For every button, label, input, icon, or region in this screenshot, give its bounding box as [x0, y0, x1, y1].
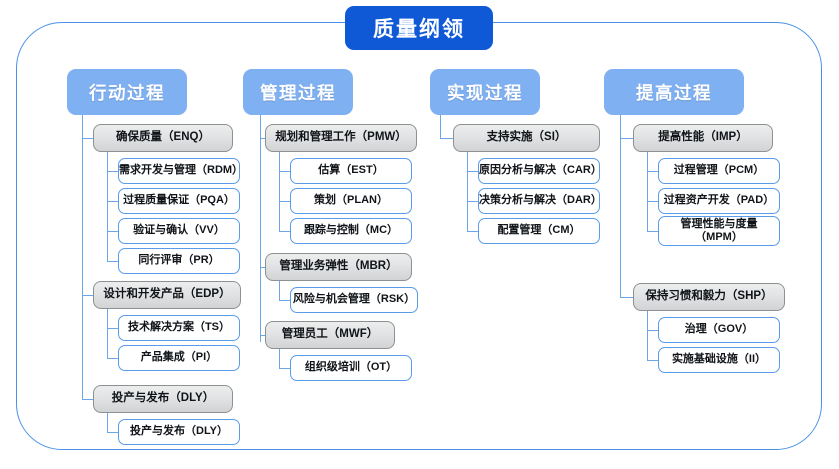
leaf-box[interactable]: 组织级培训（OT） [290, 355, 412, 381]
group-box[interactable]: 规划和管理工作（PMW） [265, 124, 417, 152]
leaf-box[interactable]: 实施基础设施（II） [658, 347, 780, 373]
connector [279, 231, 290, 233]
leaf-box[interactable]: 投产与发布（DLY） [118, 419, 240, 445]
leaf-box[interactable]: 管理性能与度量 （MPM） [658, 216, 780, 246]
connector [467, 171, 478, 173]
connector [647, 231, 658, 233]
trunk-line [82, 115, 84, 400]
connector [279, 300, 290, 302]
connector [107, 261, 118, 263]
connector [647, 330, 658, 332]
branch-line [279, 349, 281, 368]
connector [107, 171, 118, 173]
branch-line [279, 281, 281, 300]
group-box[interactable]: 支持实施（SI） [453, 124, 600, 152]
connector [647, 201, 658, 203]
leaf-box[interactable]: 技术解决方案（TS） [118, 315, 240, 341]
leaf-box[interactable]: 策划（PLAN） [290, 188, 412, 214]
connector [107, 328, 118, 330]
group-box[interactable]: 确保质量（ENQ） [93, 124, 233, 152]
group-box[interactable]: 保持习惯和毅力（SHP） [633, 283, 785, 311]
column-header-3[interactable]: 提高过程 [604, 69, 744, 115]
leaf-box[interactable]: 验证与确认（VV） [118, 218, 240, 244]
branch-line [647, 152, 649, 231]
leaf-box[interactable]: 跟踪与控制（MC） [290, 218, 412, 244]
group-box[interactable]: 设计和开发产品（EDP） [93, 281, 241, 309]
trunk-line [440, 115, 442, 138]
group-box[interactable]: 投产与发布（DLY） [93, 385, 233, 413]
column-header-2[interactable]: 实现过程 [430, 69, 540, 115]
leaf-box[interactable]: 过程资产开发（PAD） [658, 188, 780, 214]
connector [279, 171, 290, 173]
branch-line [467, 152, 469, 231]
branch-line [647, 311, 649, 360]
column-header-1[interactable]: 管理过程 [243, 69, 353, 115]
connector [620, 297, 633, 299]
connector [260, 138, 265, 140]
branch-line [107, 152, 109, 261]
connector [647, 171, 658, 173]
connector [260, 267, 265, 269]
leaf-box[interactable]: 配置管理（CM） [478, 218, 600, 244]
leaf-box[interactable]: 原因分析与解决（CAR） [478, 158, 602, 184]
column-header-0[interactable]: 行动过程 [67, 69, 187, 115]
leaf-box[interactable]: 过程质量保证（PQA） [118, 188, 240, 214]
leaf-box[interactable]: 风险与机会管理（RSK） [290, 287, 418, 313]
branch-line [107, 309, 109, 358]
leaf-box[interactable]: 治理（GOV） [658, 317, 780, 343]
connector [82, 295, 93, 297]
connector [467, 231, 478, 233]
connector [279, 201, 290, 203]
branch-line [107, 413, 109, 432]
group-box[interactable]: 提高性能（IMP） [633, 124, 773, 152]
connector [647, 360, 658, 362]
connector [107, 432, 118, 434]
group-box[interactable]: 管理业务弹性（MBR） [265, 253, 412, 281]
group-box[interactable]: 管理员工（MWF） [265, 321, 395, 349]
connector [620, 138, 633, 140]
connector [107, 201, 118, 203]
branch-line [279, 152, 281, 231]
connector [107, 231, 118, 233]
connector [467, 201, 478, 203]
connector [107, 358, 118, 360]
leaf-box[interactable]: 产品集成（PI） [118, 345, 240, 371]
leaf-box[interactable]: 过程管理（PCM） [658, 158, 780, 184]
connector [82, 399, 93, 401]
leaf-box[interactable]: 同行评审（PR） [118, 248, 240, 274]
leaf-box[interactable]: 决策分析与解决（DAR） [478, 188, 602, 214]
connector [260, 335, 265, 337]
connector [440, 138, 453, 140]
root-title: 质量纲领 [345, 6, 493, 50]
leaf-box[interactable]: 估算（EST） [290, 158, 412, 184]
trunk-line [620, 115, 622, 297]
trunk-line [260, 115, 262, 342]
connector [82, 138, 93, 140]
leaf-box[interactable]: 需求开发与管理（RDM） [118, 158, 243, 184]
connector [279, 368, 290, 370]
